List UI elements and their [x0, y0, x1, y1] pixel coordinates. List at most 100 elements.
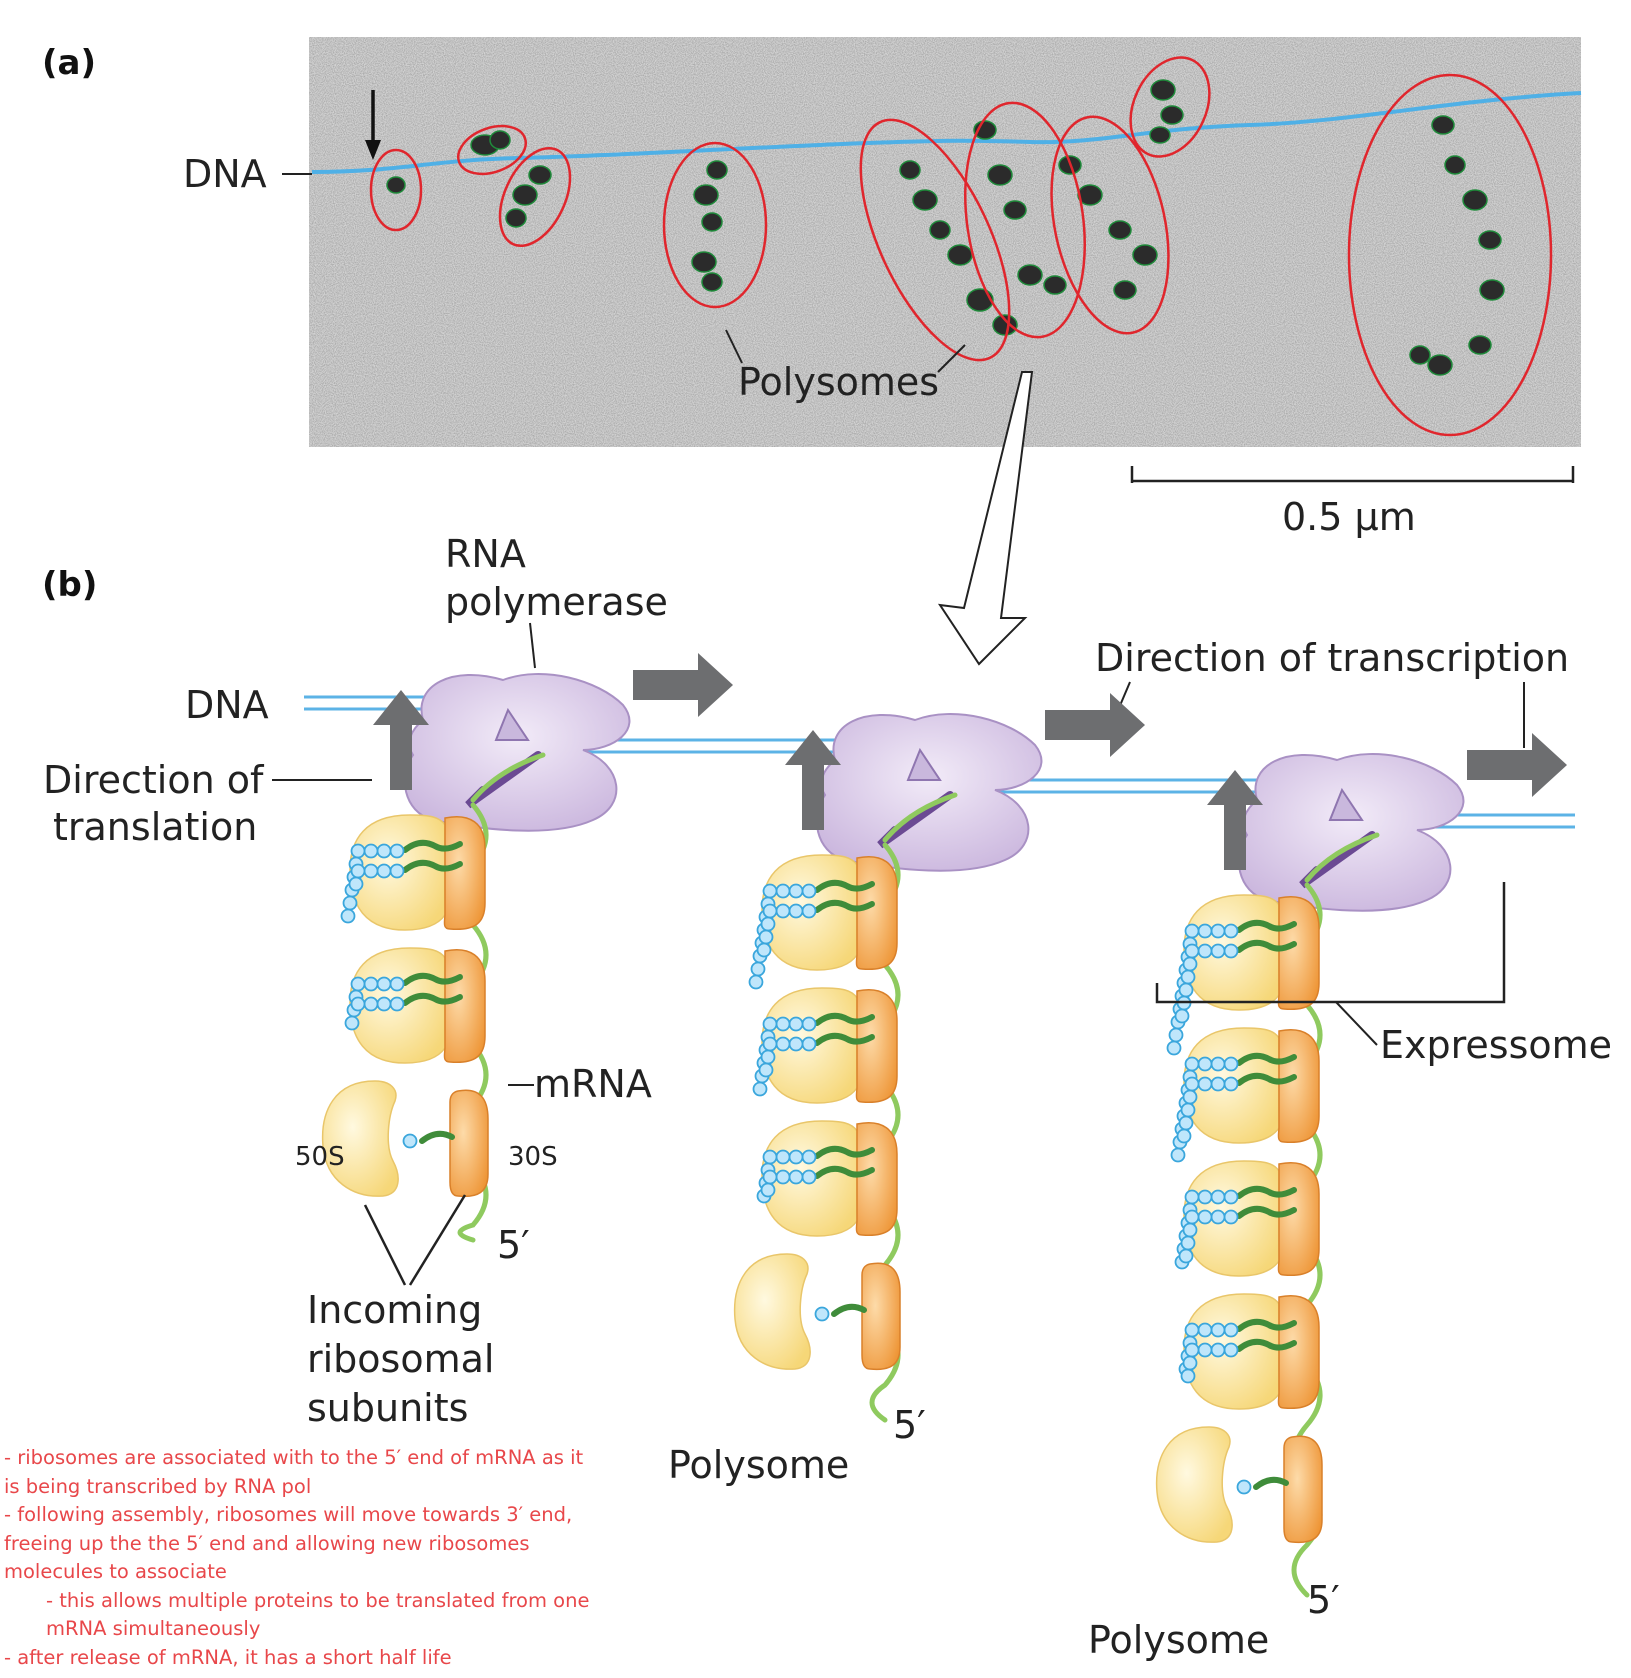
trna-icon — [814, 1145, 875, 1159]
amino-acid-bead — [1210, 1056, 1226, 1072]
trna-icon — [814, 879, 875, 893]
amino-acid-bead — [389, 996, 405, 1012]
trna-icon — [814, 899, 875, 913]
dna-strand-micrograph — [311, 91, 1582, 174]
incoming-label-line2: ribosomal — [307, 1337, 494, 1381]
polysome-label-1: Polysome — [668, 1443, 849, 1487]
trna-icon — [402, 972, 463, 986]
small-subunit-30s — [855, 1122, 898, 1237]
amino-acid-bead — [1197, 1209, 1213, 1225]
down-arrow-icon — [365, 90, 381, 160]
amino-acid-bead — [788, 883, 804, 899]
scale-bar-label: 0.5 μm — [1282, 495, 1416, 539]
translation-arrow-icon — [1207, 770, 1263, 870]
note-line: molecules to associate — [4, 1560, 227, 1583]
amino-acid-bead — [376, 863, 392, 879]
amino-acid-bead — [1166, 1040, 1182, 1056]
amino-acid-bead — [1223, 1209, 1239, 1225]
amino-acid-bead — [389, 863, 405, 879]
note-line: - following assembly, ribosomes will mov… — [4, 1503, 573, 1526]
ribosome — [748, 854, 898, 990]
amino-acid-bead — [1223, 943, 1239, 959]
note-line: is being transcribed by RNA pol — [4, 1474, 312, 1498]
rna-polymerase-label-line1: RNA — [445, 532, 526, 576]
transcription-arrow-icon — [1045, 693, 1145, 757]
amino-acid-bead — [1210, 1076, 1226, 1092]
expressome-label: Expressome — [1380, 1023, 1612, 1067]
amino-acid-bead — [1184, 1189, 1200, 1205]
amino-acid-bead — [1210, 923, 1226, 939]
incoming-subunits — [321, 1080, 489, 1198]
amino-acid-bead — [1180, 1368, 1196, 1384]
expressome-unit — [321, 653, 733, 1243]
amino-acid-bead — [1178, 1248, 1194, 1264]
trna-icon — [402, 992, 463, 1006]
small-subunit-30s — [1277, 1295, 1320, 1410]
amino-acid-bead — [1223, 1342, 1239, 1358]
direction-of-transcription-label: Direction of transcription — [1095, 636, 1569, 680]
amino-acid-bead — [376, 976, 392, 992]
incoming-30s-icon — [449, 1089, 489, 1198]
nascent-mrna — [1304, 832, 1380, 883]
subunit-30s-label: 30S — [508, 1142, 558, 1172]
expressome-bracket — [1155, 882, 1506, 1004]
amino-acid-bead — [762, 1169, 778, 1185]
amino-acid-bead — [801, 1169, 817, 1185]
small-subunit-30s — [1277, 1162, 1320, 1277]
note-line: mRNA simultaneously — [46, 1617, 261, 1640]
amino-acid-bead — [402, 1133, 418, 1149]
active-site-icon — [906, 747, 942, 781]
panel-b: (b) RNA polymerase DNA Direction of tran… — [42, 532, 1612, 1662]
amino-acid-bead — [1197, 1056, 1213, 1072]
amino-acid-bead — [1184, 1322, 1200, 1338]
small-subunit-30s — [443, 816, 486, 931]
active-site-icon — [1328, 787, 1364, 821]
expressome-unit — [1155, 733, 1567, 1598]
amino-acid-bead — [344, 1015, 360, 1031]
incoming-50s-icon — [1155, 1426, 1233, 1543]
incoming-30s-icon — [1283, 1435, 1323, 1544]
translation-arrow-icon — [785, 730, 841, 830]
amino-acid-bead — [801, 1149, 817, 1165]
amino-acid-bead — [758, 1062, 774, 1078]
five-prime-label-3: 5′ — [1307, 1578, 1340, 1622]
note-line: - this allows multiple proteins to be tr… — [46, 1588, 590, 1612]
annotation-notes: - ribosomes are associated with to the 5… — [4, 1444, 604, 1672]
amino-acid-bead — [801, 1016, 817, 1032]
amino-acid-bead — [1174, 1008, 1190, 1024]
panel-b-label: (b) — [42, 565, 97, 605]
trna-icon — [814, 1012, 875, 1026]
small-subunit-30s — [1277, 1029, 1320, 1144]
polysome-outlines — [369, 56, 1553, 437]
transcription-arrow-icon — [633, 653, 733, 717]
amino-acid-bead — [1197, 1189, 1213, 1205]
ribosome — [340, 814, 486, 931]
amino-acid-bead — [363, 996, 379, 1012]
amino-acid-bead — [1182, 1355, 1198, 1371]
rna-polymerase-label-line2: polymerase — [445, 580, 668, 624]
amino-acid-bead — [775, 1016, 791, 1032]
ribosome — [752, 987, 898, 1104]
small-subunit-30s — [855, 989, 898, 1104]
amino-acid-bead — [1180, 969, 1196, 985]
polysomes-pointer-right — [937, 344, 966, 373]
translation-arrow-icon — [373, 690, 429, 790]
electron-micrograph — [309, 37, 1581, 447]
direction-of-translation-label-line2: translation — [53, 805, 257, 849]
amino-acid-bead — [1197, 1342, 1213, 1358]
trna-icon — [1236, 919, 1297, 933]
amino-acid-bead — [1197, 943, 1213, 959]
amino-acid-bead — [1210, 943, 1226, 959]
amino-acid-bead — [1182, 956, 1198, 972]
panel-a: (a) — [42, 37, 1582, 666]
amino-acid-bead — [1178, 1115, 1194, 1131]
amino-acid-bead — [750, 961, 766, 977]
amino-acid-bead — [1197, 1322, 1213, 1338]
amino-acid-bead — [801, 1036, 817, 1052]
amino-acid-bead — [1210, 1322, 1226, 1338]
amino-acid-bead — [1210, 1209, 1226, 1225]
amino-acid-bead — [762, 883, 778, 899]
amino-acid-bead — [775, 903, 791, 919]
polysome-label-2: Polysome — [1088, 1618, 1269, 1662]
amino-acid-bead — [762, 1036, 778, 1052]
